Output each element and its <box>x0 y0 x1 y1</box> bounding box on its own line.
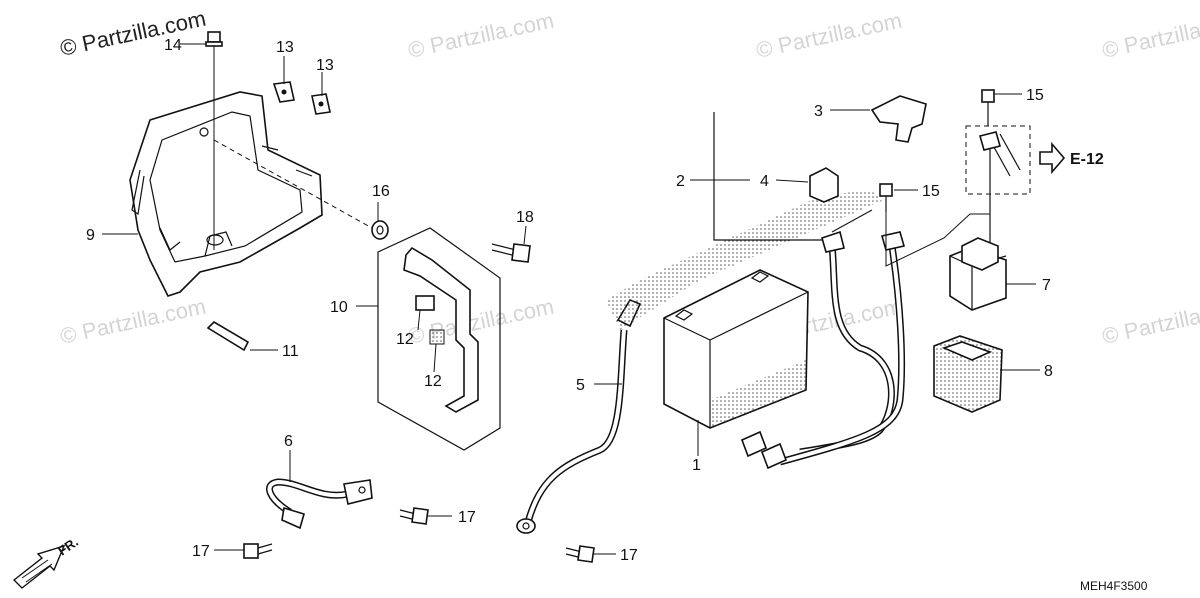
callout-6: 6 <box>284 433 293 450</box>
callout-17-ground-right: 17 <box>458 509 476 526</box>
watermark-top-far-right: © Partzilla.com <box>1100 8 1200 63</box>
callout-10: 10 <box>330 299 348 316</box>
front-direction-arrow: FR. <box>12 534 81 589</box>
watermark-top-right: © Partzilla.com <box>754 8 904 63</box>
callout-18: 18 <box>516 209 534 226</box>
reference-arrow-icon <box>1039 141 1066 175</box>
callout-2: 2 <box>676 173 685 190</box>
leader-lines <box>102 43 1040 555</box>
bolt-relay <box>981 89 995 126</box>
collar <box>213 139 389 240</box>
callout-17-ground-left: 17 <box>192 543 210 560</box>
callout-3: 3 <box>814 103 823 120</box>
bolt-ground-right <box>399 507 429 525</box>
cable-assembly <box>713 112 906 470</box>
watermark-top-left: © Partzilla.com <box>58 6 208 61</box>
cable-route-shading <box>606 190 884 330</box>
clip-left <box>272 81 295 103</box>
watermark-mid-left: © Partzilla.com <box>58 294 208 349</box>
callout-12-lower: 12 <box>424 373 442 390</box>
negative-cable <box>516 299 642 534</box>
starter-relay <box>949 237 1007 311</box>
callout-17-negative: 17 <box>620 547 638 564</box>
callout-16: 16 <box>372 183 390 200</box>
callout-8: 8 <box>1044 363 1053 380</box>
battery <box>663 269 809 429</box>
diagram-code: MEH4F3500 <box>1080 579 1148 593</box>
callout-9: 9 <box>86 227 95 244</box>
callout-15-battery: 15 <box>922 183 940 200</box>
relay-rubber-cover <box>933 335 1003 413</box>
bolt-negative <box>565 545 595 563</box>
callout-12-upper: 12 <box>396 331 414 348</box>
bolt-ground-left <box>243 543 273 559</box>
reference-e12: E-12 <box>1070 151 1104 168</box>
callout-labels: 14 13 13 9 11 16 18 10 12 12 6 17 17 17 … <box>86 37 1053 564</box>
ground-cable <box>266 478 373 530</box>
watermark-mid-far-right: © Partzilla.com <box>1100 294 1200 349</box>
wiring-reference-box: E-12 <box>965 125 1104 250</box>
watermark-top-center: © Partzilla.com <box>406 8 556 63</box>
callout-13-left: 13 <box>276 39 294 56</box>
callout-13-right: 13 <box>316 57 334 74</box>
callout-7: 7 <box>1042 277 1051 294</box>
battery-box <box>129 91 323 297</box>
callout-1: 1 <box>692 457 701 474</box>
terminal-cover-top <box>870 95 927 143</box>
callout-14: 14 <box>164 37 182 54</box>
callout-11: 11 <box>282 343 299 360</box>
callout-15-relay: 15 <box>1026 87 1044 104</box>
band <box>206 320 250 352</box>
bolt-bracket <box>491 243 531 263</box>
bracket-group <box>377 227 501 451</box>
terminal-cover-small <box>809 167 839 203</box>
callout-4: 4 <box>760 173 769 190</box>
bolt-battery <box>879 183 893 212</box>
callout-5: 5 <box>576 377 585 394</box>
clip-right <box>311 93 331 115</box>
